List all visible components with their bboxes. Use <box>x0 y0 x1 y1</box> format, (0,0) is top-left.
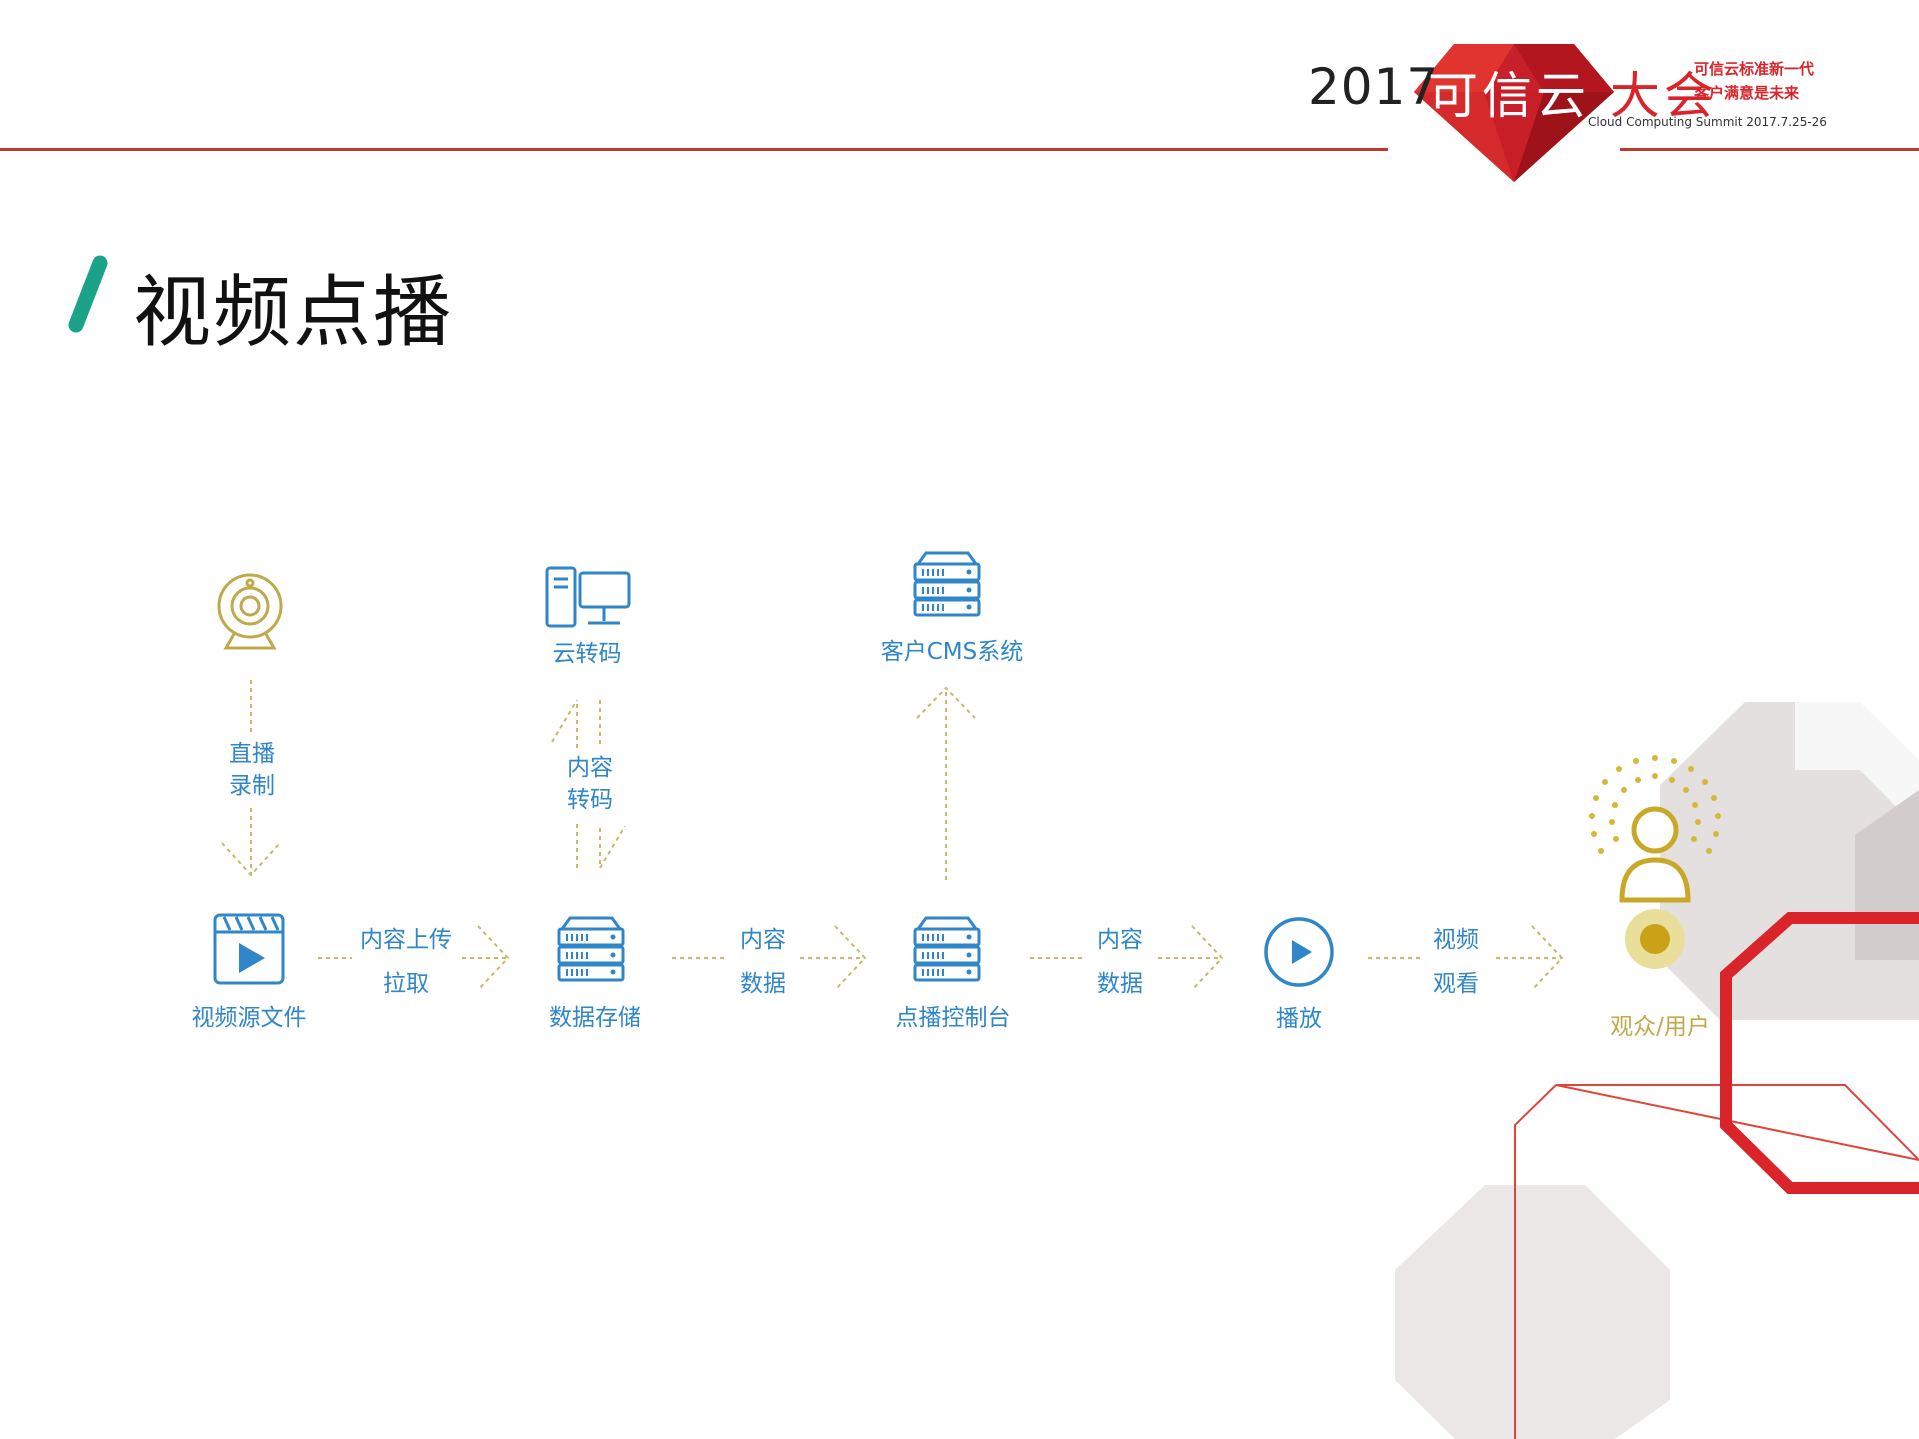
node-transcode-label: 云转码 <box>552 641 622 667</box>
header-slogan-1: 可信云标准新一代 <box>1694 60 1815 78</box>
label-gap-data-1 <box>727 915 799 1005</box>
header-rule-left <box>0 148 1388 151</box>
node-console-label: 点播控制台 <box>895 1005 1011 1031</box>
console-server-icon <box>913 916 981 982</box>
arrowhead-transcode-up <box>551 699 578 743</box>
edge-transcode-label: 内容 转码 <box>567 752 613 816</box>
edge-upload-label: 内容上传 拉取 <box>360 918 452 1006</box>
play-icon <box>1264 917 1334 987</box>
brand-red-text: 大会 <box>1609 67 1718 125</box>
cms-server-icon <box>913 551 981 617</box>
edge-watch-line2: 观看 <box>1433 971 1479 997</box>
label-gap-transcode <box>556 748 626 824</box>
edge-live-line2: 录制 <box>229 773 275 799</box>
arrowhead-data-2 <box>1191 925 1224 991</box>
edge-watch-label: 视频 观看 <box>1433 918 1479 1006</box>
label-gap-watch <box>1420 915 1492 1005</box>
arrowhead-data-1 <box>834 925 867 991</box>
storage-server-icon <box>557 916 625 982</box>
label-gap-live <box>222 732 282 808</box>
edge-transcode-line1: 内容 <box>567 755 613 781</box>
header-subtitle: Cloud Computing Summit 2017.7.25-26 <box>1588 115 1827 129</box>
node-storage-label: 数据存储 <box>549 1005 641 1031</box>
computer-icon <box>545 566 631 628</box>
audience-icon <box>1589 755 1721 969</box>
node-cms-label: 客户CMS系统 <box>880 639 1024 665</box>
edge-live-record-label: 直播 录制 <box>229 738 275 802</box>
page-title: 视频点播 <box>133 268 454 358</box>
header-brand: 可信云 大会 <box>1428 56 1718 128</box>
arrowhead-upload <box>477 925 510 991</box>
edge-data2-line1: 内容 <box>1097 927 1143 953</box>
header-rule-right <box>1620 148 1919 151</box>
arrowhead-transcode-down <box>599 825 626 869</box>
label-gap-upload <box>352 915 460 1005</box>
node-audience-label: 观众/用户 <box>1610 1014 1710 1040</box>
label-gap-data-2 <box>1084 915 1156 1005</box>
edge-live-line1: 直播 <box>229 741 275 767</box>
edge-watch-line1: 视频 <box>1433 927 1479 953</box>
header-slogan-2: 客户满意是未来 <box>1694 84 1800 102</box>
node-play-label: 播放 <box>1276 1006 1322 1032</box>
edge-data1-line1: 内容 <box>740 927 786 953</box>
brand-white-text: 可信云 <box>1428 67 1590 125</box>
video-file-icon <box>213 913 285 985</box>
arrowhead-live <box>221 842 281 877</box>
edge-data2-line2: 数据 <box>1097 971 1143 997</box>
edge-transcode-line2: 转码 <box>567 787 613 813</box>
edge-data1-line2: 数据 <box>740 971 786 997</box>
webcam-icon <box>217 573 283 650</box>
edge-upload-line1: 内容上传 <box>360 927 452 953</box>
header-year: 2017 <box>1308 58 1440 116</box>
node-video-source-label: 视频源文件 <box>191 1005 307 1031</box>
edge-data-1-label: 内容 数据 <box>740 918 786 1006</box>
arrowhead-cms <box>916 686 976 719</box>
brand-gem-logo <box>1414 44 1614 182</box>
title-slash-icon <box>68 255 108 333</box>
edge-data-2-label: 内容 数据 <box>1097 918 1143 1006</box>
arrowhead-watch <box>1531 925 1564 991</box>
edge-upload-line2: 拉取 <box>383 971 429 997</box>
